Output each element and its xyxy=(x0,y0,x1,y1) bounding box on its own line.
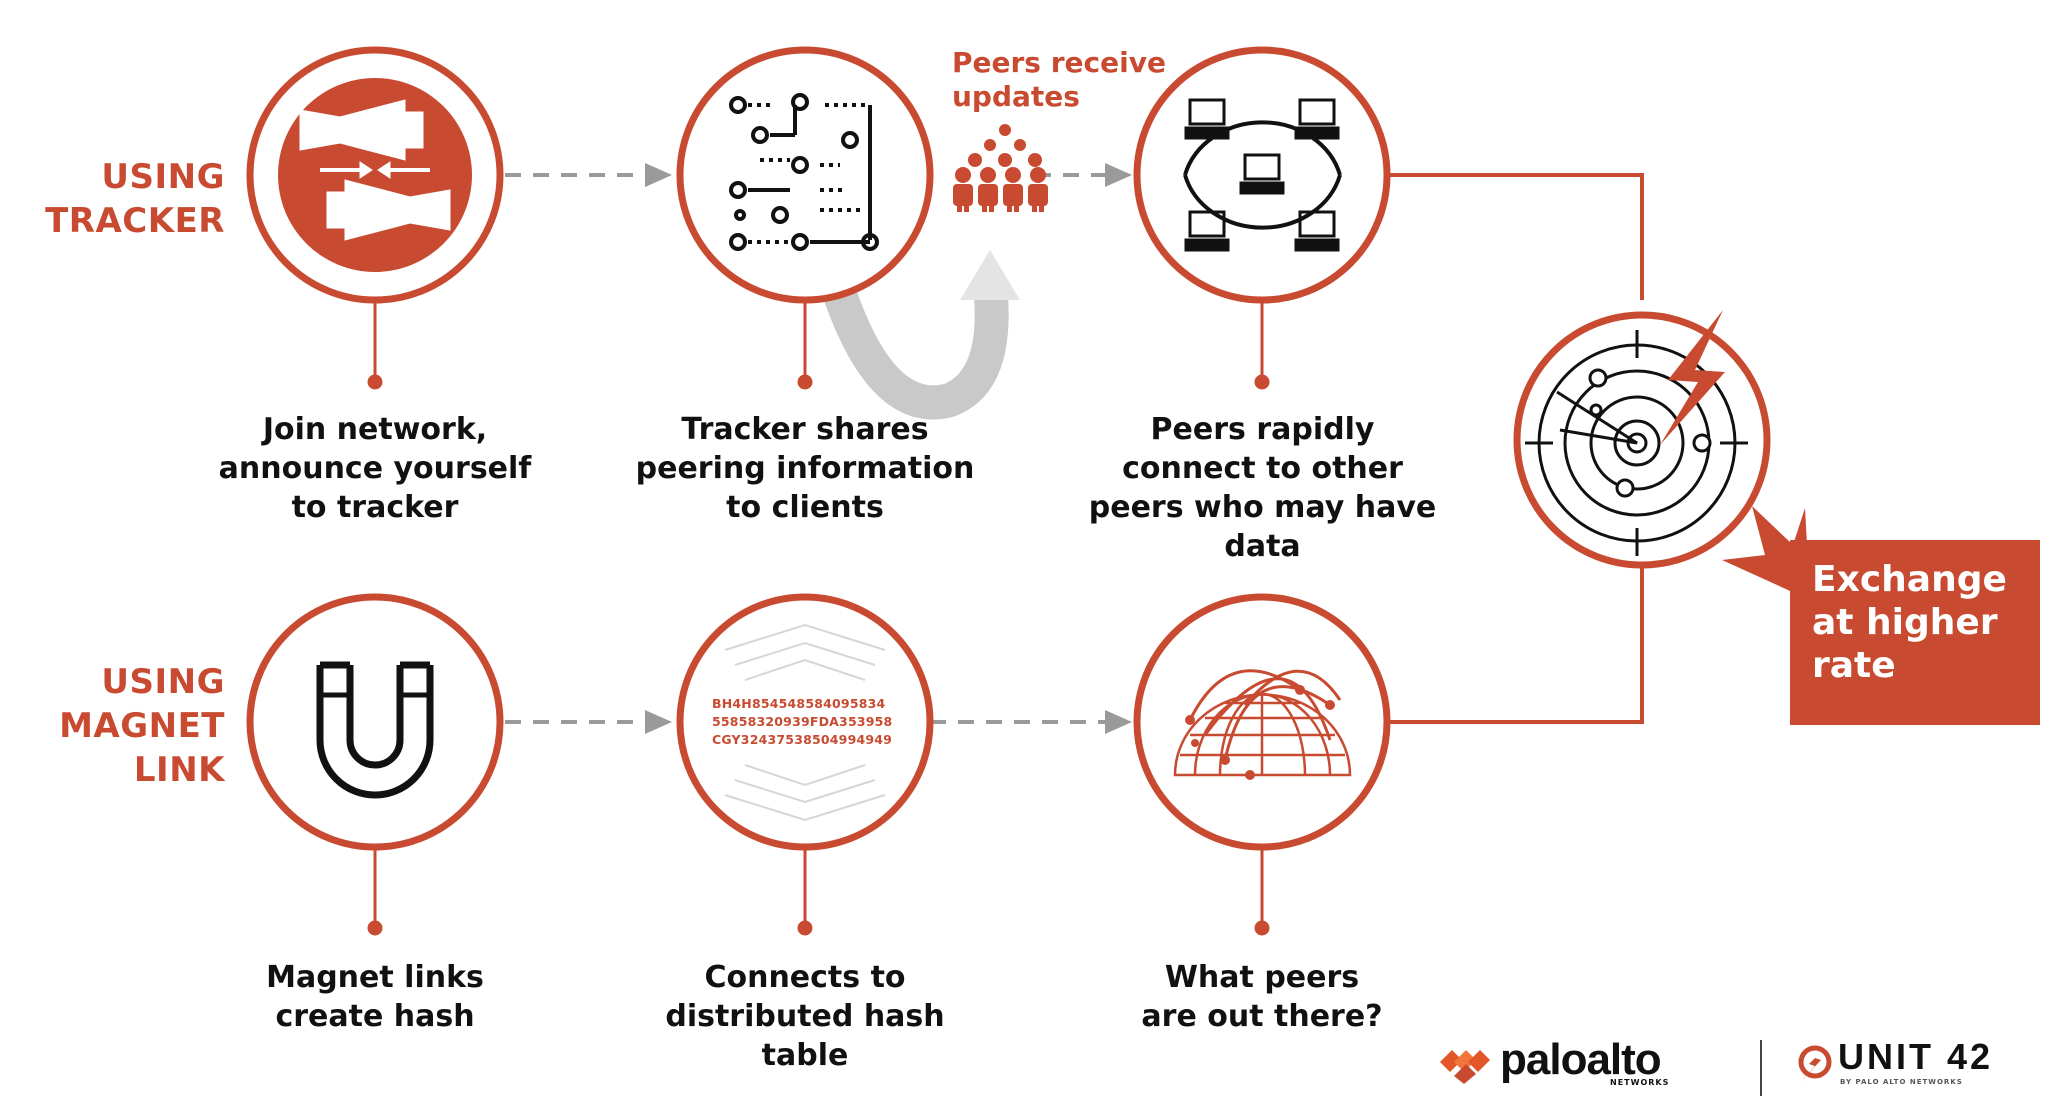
announce-node xyxy=(246,46,504,304)
globe-node xyxy=(1133,593,1391,851)
radar-icon xyxy=(1525,330,1748,556)
globe-icon xyxy=(1173,669,1352,777)
connector-magnet-2 xyxy=(930,710,1132,734)
row-label-magnet: USING MAGNET LINK xyxy=(59,662,225,790)
caption-magnet-links: Magnet links create hash xyxy=(266,960,484,1034)
unit42-logo: UNIT 42 xyxy=(1838,1036,1994,1077)
hash-line-2: 55858320939FDA353958 xyxy=(712,714,893,729)
caption-dht: Connects to distributed hash table xyxy=(665,960,945,1073)
network-computers-icon xyxy=(1183,98,1342,252)
radar-node xyxy=(1513,310,1810,600)
caption-join: Join network, announce yourself to track… xyxy=(218,412,532,525)
hash-line-1: BH4H854548584095834 xyxy=(712,696,886,711)
hash-node xyxy=(676,593,934,851)
paloalto-logo-sub: NETWORKS xyxy=(1610,1078,1670,1087)
caption-tracker-shares: Tracker shares peering information to cl… xyxy=(635,412,975,525)
unit42-logo-icon xyxy=(1798,1040,1833,1084)
tracker-node xyxy=(676,46,934,304)
radar-arrow-icon xyxy=(1722,506,1810,600)
stems xyxy=(367,300,1270,936)
caption-peers-rapidly: Peers rapidly connect to other peers who… xyxy=(1088,412,1437,564)
circuit-icon xyxy=(729,93,879,251)
paloalto-logo-icon xyxy=(1440,1050,1490,1084)
logo-divider xyxy=(1760,1040,1762,1096)
exchange-box xyxy=(1790,540,2040,725)
lightning-icon xyxy=(1660,310,1725,445)
hash-line-3: CGY32437538504994949 xyxy=(712,732,893,747)
peers-node xyxy=(1133,46,1391,304)
connector-tracker-1 xyxy=(505,163,672,187)
stack-layers-icon xyxy=(724,623,886,822)
connector-to-radar xyxy=(1390,173,1644,724)
unit42-logo-sub: BY PALO ALTO NETWORKS xyxy=(1840,1078,1963,1086)
megaphone-icon xyxy=(299,99,451,241)
people-group-icon xyxy=(953,124,1048,212)
magnet-icon xyxy=(316,661,434,799)
update-curve-arrow xyxy=(818,250,1020,420)
paloalto-logo: paloalto xyxy=(1500,1035,1662,1084)
exchange-text: Exchange at higher rate xyxy=(1812,559,2007,686)
caption-what-peers: What peers are out there? xyxy=(1141,960,1383,1034)
connector-tracker-2 xyxy=(1035,163,1132,187)
magnet-node xyxy=(246,593,504,851)
callout-peers-receive: Peers receive updates xyxy=(952,46,1166,113)
row-label-tracker: USING TRACKER xyxy=(45,157,225,241)
connector-magnet-1 xyxy=(505,710,672,734)
